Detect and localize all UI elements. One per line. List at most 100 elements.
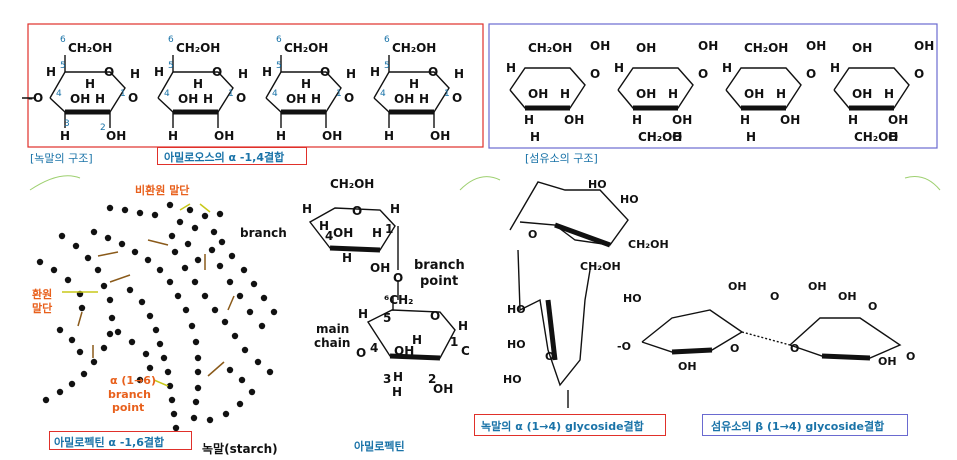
svg-text:1: 1	[444, 89, 450, 99]
glucose-dot	[152, 326, 160, 334]
glucose-dot	[56, 388, 64, 396]
svg-text:O: O	[128, 91, 138, 105]
svg-text:-O: -O	[28, 91, 43, 105]
glucose-dot	[250, 280, 258, 288]
svg-text:4: 4	[370, 341, 378, 355]
glucose-dot	[194, 384, 202, 392]
svg-text:OH: OH	[806, 39, 826, 53]
amylopectin-arrows	[62, 203, 235, 387]
svg-text:6: 6	[60, 35, 66, 45]
glucose-dot	[246, 308, 254, 316]
svg-text:H: H	[668, 87, 678, 101]
svg-text:CH₂OH: CH₂OH	[176, 41, 220, 55]
glucose-dot	[191, 224, 199, 232]
glucose-dot	[208, 246, 216, 254]
glucose-dot	[146, 312, 154, 320]
amylopectin-bond-label: 아밀로펙틴 α -1,6결합	[54, 436, 165, 449]
starch-structure-label: [녹말의 구조]	[30, 152, 93, 165]
glucose-dot	[36, 258, 44, 266]
svg-text:CH₂OH: CH₂OH	[638, 130, 682, 144]
svg-text:H: H	[262, 65, 272, 79]
glucose-dot	[164, 368, 172, 376]
svg-text:⁶CH₂: ⁶CH₂	[384, 293, 413, 307]
glucose-dot	[42, 396, 50, 404]
glucose-dot	[144, 256, 152, 264]
svg-text:-O: -O	[617, 340, 631, 353]
svg-text:H: H	[370, 65, 380, 79]
branch-label: branch	[240, 226, 287, 240]
svg-text:1: 1	[450, 335, 458, 349]
svg-text:O: O	[528, 228, 537, 241]
glucose-dot	[160, 354, 168, 362]
svg-text:OH: OH	[744, 87, 764, 101]
starch-glycoside-box: 녹말의 α (1→4) glycoside결합	[474, 414, 666, 436]
svg-text:O: O	[790, 342, 799, 355]
glucose-dot	[194, 354, 202, 362]
glucose-dot	[192, 338, 200, 346]
svg-text:OH: OH	[780, 113, 800, 127]
svg-text:O: O	[452, 91, 462, 105]
svg-text:OH: OH	[528, 87, 548, 101]
svg-text:H: H	[193, 77, 203, 91]
svg-text:OH: OH	[70, 92, 90, 106]
svg-text:OH: OH	[370, 261, 390, 275]
svg-text:OH: OH	[433, 382, 453, 396]
starch-glycoside-structure	[509, 181, 629, 408]
svg-text:O: O	[888, 130, 898, 144]
svg-text:H: H	[203, 92, 213, 106]
svg-text:HO: HO	[507, 338, 526, 351]
svg-text:1: 1	[120, 89, 126, 99]
main-chain-label-2: chain	[314, 336, 351, 350]
svg-text:H: H	[60, 129, 70, 143]
svg-text:H: H	[358, 307, 368, 321]
glucose-dot	[270, 308, 278, 316]
svg-text:6: 6	[168, 35, 174, 45]
glucose-dot	[64, 276, 72, 284]
svg-text:H: H	[342, 251, 352, 265]
svg-text:OH: OH	[394, 92, 414, 106]
glucose-dot	[176, 218, 184, 226]
svg-text:OH: OH	[888, 113, 908, 127]
svg-text:H: H	[346, 67, 356, 81]
glucose-dot	[146, 364, 154, 372]
svg-text:H: H	[506, 61, 516, 75]
glucose-dot	[248, 388, 256, 396]
svg-text:HO: HO	[620, 193, 639, 206]
glucose-dot	[191, 278, 199, 286]
glucose-dot	[168, 396, 176, 404]
svg-text:CH₂OH: CH₂OH	[528, 41, 572, 55]
glucose-dot	[186, 206, 194, 214]
divider-curve	[459, 176, 501, 191]
svg-text:5: 5	[383, 311, 391, 325]
glucose-dot	[231, 332, 239, 340]
reducing-end-label-2: 말단	[32, 302, 53, 315]
svg-text:OH: OH	[333, 226, 353, 240]
glucose-dot	[104, 234, 112, 242]
svg-text:H: H	[168, 129, 178, 143]
svg-text:H: H	[311, 92, 321, 106]
svg-text:OH: OH	[678, 360, 697, 373]
glucose-dot	[50, 266, 58, 274]
glucose-dot	[56, 326, 64, 334]
glucose-dot	[166, 201, 174, 209]
svg-text:O: O	[730, 342, 739, 355]
glucose-dot	[80, 370, 88, 378]
svg-text:OH: OH	[430, 129, 450, 143]
glucose-dot	[188, 322, 196, 330]
glucose-dot	[106, 204, 114, 212]
svg-text:OH: OH	[838, 290, 857, 303]
svg-text:H: H	[393, 370, 403, 384]
glucose-dot	[236, 400, 244, 408]
svg-text:OH: OH	[698, 39, 718, 53]
svg-text:O: O	[672, 130, 682, 144]
svg-text:OH: OH	[852, 87, 872, 101]
svg-text:CH₂OH: CH₂OH	[628, 238, 669, 251]
divider-curve	[904, 176, 941, 191]
svg-text:OH: OH	[590, 39, 610, 53]
alpha16-label: α (1→6)	[110, 374, 156, 387]
starch-glycoside-label: 녹말의 α (1→4) glycoside결합	[481, 420, 644, 433]
branch-point-title-1: branch	[414, 258, 465, 273]
glucose-dot	[100, 282, 108, 290]
